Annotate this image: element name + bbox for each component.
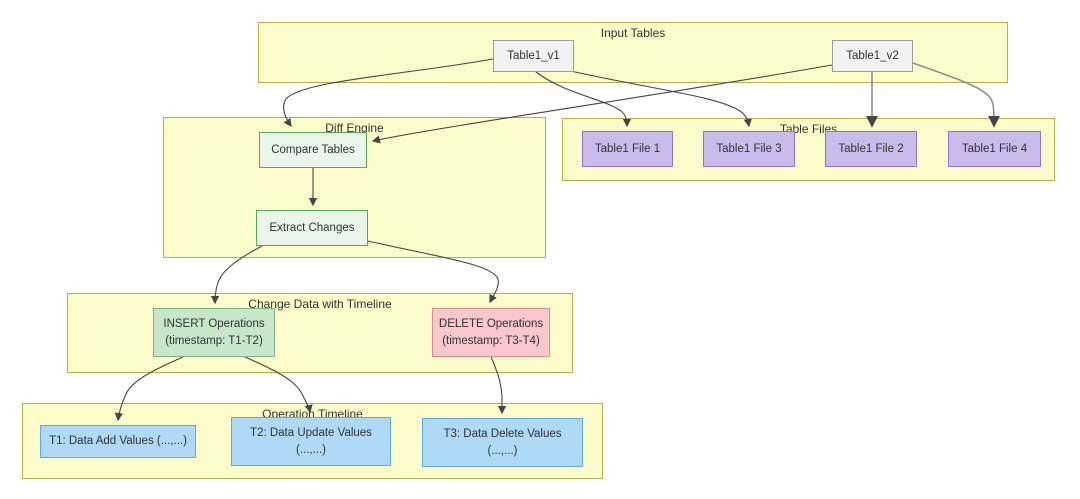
node-table1-file-2: Table1 File 2 <box>825 131 917 167</box>
node-t2-data-update-line1: T2: Data Update Values <box>250 426 372 439</box>
node-delete-operations: DELETE Operations (timestamp: T3-T4) <box>432 308 550 357</box>
node-table1-file-3-label: Table1 File 3 <box>716 142 782 155</box>
node-table1-v2-label: Table1_v2 <box>846 49 899 62</box>
node-table1-v1-label: Table1_v1 <box>507 49 560 62</box>
node-compare-tables-label: Compare Tables <box>271 143 355 156</box>
node-extract-changes: Extract Changes <box>256 210 368 246</box>
node-delete-operations-line2: (timestamp: T3-T4) <box>442 334 540 347</box>
node-insert-operations-line2: (timestamp: T1-T2) <box>165 334 263 347</box>
node-t2-data-update-line2: (...,...) <box>295 443 327 456</box>
node-t3-data-delete-line1: T3: Data Delete Values <box>443 427 562 440</box>
node-table1-file-4-label: Table1 File 4 <box>961 142 1028 155</box>
node-compare-tables: Compare Tables <box>259 132 367 168</box>
node-table1-v1: Table1_v1 <box>493 40 574 72</box>
node-t3-data-delete-line2: (...,...) <box>487 444 518 457</box>
node-table1-file-4: Table1 File 4 <box>948 131 1041 167</box>
cluster-input-tables-label: Input Tables <box>600 26 666 40</box>
node-table1-v2: Table1_v2 <box>832 40 913 72</box>
node-table1-file-2-label: Table1 File 2 <box>838 142 904 155</box>
node-t3-data-delete: T3: Data Delete Values (...,...) <box>422 418 583 467</box>
cluster-change-data-label: Change Data with Timeline <box>248 297 392 311</box>
node-t2-data-update: T2: Data Update Values (...,...) <box>231 417 391 466</box>
node-insert-operations: INSERT Operations (timestamp: T1-T2) <box>153 308 275 357</box>
node-table1-file-3: Table1 File 3 <box>703 131 795 167</box>
node-table1-file-1-label: Table1 File 1 <box>594 142 661 155</box>
node-insert-operations-line1: INSERT Operations <box>163 317 265 330</box>
node-delete-operations-line1: DELETE Operations <box>438 317 544 330</box>
node-table1-file-1: Table1 File 1 <box>582 131 673 167</box>
node-t1-data-add-label: T1: Data Add Values (...,...) <box>49 435 187 448</box>
node-extract-changes-label: Extract Changes <box>269 221 355 234</box>
node-t1-data-add: T1: Data Add Values (...,...) <box>40 425 196 458</box>
